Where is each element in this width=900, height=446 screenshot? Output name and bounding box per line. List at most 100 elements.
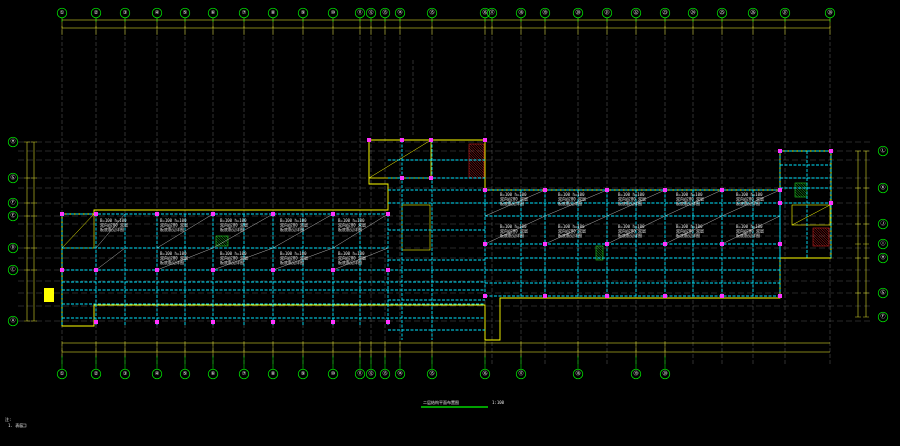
slab-diagonal [95, 247, 126, 271]
column-marker [543, 242, 547, 246]
slab-diagonal [484, 189, 546, 217]
slab-label-text: 双向@200 双层 [676, 228, 704, 234]
axis-bubble-bottom-circle [379, 368, 391, 380]
axis-bubble-top-label: ⑳ [575, 9, 580, 16]
column-marker [720, 188, 724, 192]
slab-label-text: 板底筋见详图 [280, 259, 304, 265]
hatch-green-left-line [225, 235, 229, 239]
axis-bubble-bottom-label: ② [94, 371, 99, 377]
column-marker [543, 188, 547, 192]
slab-label-text: 板底筋见详图 [736, 232, 760, 238]
axis-bubble-left-circle [7, 264, 19, 276]
axis-bubble-bottom-label: ⑨ [301, 371, 306, 377]
axis-bubble-top-circle [716, 7, 728, 19]
column-marker [271, 212, 275, 216]
column-marker [271, 268, 275, 272]
hatch-green-left-line [215, 243, 219, 247]
axis-bubble-left-circle [7, 172, 19, 184]
column-marker [400, 176, 404, 180]
hatch-red-stair-line [479, 143, 485, 149]
hatch-green-right-line [794, 186, 806, 198]
slab-label-text: B=100 h=100 [500, 192, 527, 197]
slab-label-text: B=100 h=100 [676, 224, 703, 229]
hatch-red-stair-line [468, 170, 477, 179]
slab-label-text: 双向@200 双层 [676, 196, 704, 202]
hatch-red-stair-line [474, 143, 485, 154]
slab-label-text: 板底筋见详图 [220, 259, 244, 265]
slab-diagonal [156, 213, 214, 249]
column-marker [400, 138, 404, 142]
axis-bubble-top-label: ㉘ [827, 9, 832, 16]
axis-bubble-left-label: Ⓔ [10, 212, 15, 219]
slab-label-text: 板底筋见详图 [558, 200, 582, 206]
column-marker [778, 201, 782, 205]
axis-bubble-top-circle [426, 7, 438, 19]
column-marker [94, 320, 98, 324]
dimension-lines [24, 18, 869, 357]
slab-diagonal [212, 247, 274, 271]
axis-bubble-top-circle [539, 7, 551, 19]
hatch-red-stair-line [468, 157, 485, 174]
column-marker [386, 268, 390, 272]
column-marker [663, 294, 667, 298]
hatch-green-left-line [215, 238, 224, 247]
hatch-green-right-line [794, 189, 803, 198]
axis-bubble-top-circle [479, 7, 491, 19]
slab-label-text: 板底筋见详图 [558, 232, 582, 238]
slab-label-text: 双向@200 双层 [280, 255, 308, 261]
column-marker [663, 188, 667, 192]
slab-label-text: 双向@200 双层 [618, 196, 646, 202]
drawing-title: 二层结构平面布置图 [423, 399, 459, 405]
axis-bubble-bottom-label: ⑮ [429, 370, 434, 377]
hatch-red-right-line [812, 240, 819, 247]
hatch-green-mid-line [596, 245, 604, 253]
slab-label-text: 双向@200 双层 [558, 228, 586, 234]
column-marker [331, 212, 335, 216]
slab-label-text: 板底筋见详图 [220, 226, 244, 232]
column-marker [605, 188, 609, 192]
slab-label-text: 双向@200 双层 [500, 196, 528, 202]
axis-bubble-bottom-circle [354, 368, 366, 380]
slab-label-text: 双向@200 双层 [160, 222, 188, 228]
axis-bubble-right-circle [877, 238, 889, 250]
axis-bubble-top-label: ㉓ [662, 9, 667, 16]
hatch-green-mid-line [599, 245, 604, 250]
axis-bubble-bottom-circle [238, 368, 250, 380]
slab-label-text: 双向@200 双层 [736, 196, 764, 202]
slab-label-text: B=100 h=100 [160, 218, 187, 223]
slab-label-text: 双向@200 双层 [558, 196, 586, 202]
hatch-green-mid-line [601, 245, 604, 248]
hatch-green-left-line [220, 235, 229, 244]
axis-bubble-bottom-label: ⑭ [397, 370, 402, 377]
column-marker [778, 294, 782, 298]
column-marker [429, 176, 433, 180]
slab-label-text: 双向@200 双层 [736, 228, 764, 234]
slab-label-text: 双向@200 双层 [220, 222, 248, 228]
slab-label-text: 双向@200 双层 [100, 222, 128, 228]
hatch-green-right-line [803, 182, 808, 187]
slab-label-text: 板底筋见详图 [338, 259, 362, 265]
axis-bubble-bottom-label: ⑬ [382, 370, 387, 377]
slab-label-text: B=100 h=100 [160, 251, 187, 256]
axis-bubble-bottom-circle [515, 368, 527, 380]
hatch-red-right-line [824, 227, 830, 233]
hatch-red-right-line [814, 227, 830, 243]
hatch-red-right-line [822, 227, 830, 235]
axis-bubble-bottom-label: ⑧ [271, 371, 276, 377]
slab-label-text: 双向@200 双层 [160, 255, 188, 261]
axis-bubble-top-label: ⑯ [482, 9, 487, 16]
notes-header: 注: [5, 416, 11, 422]
axis-bubble-top-circle [151, 7, 163, 19]
axis-bubble-right-circle [877, 252, 889, 264]
axis-bubble-top-circle [119, 7, 131, 19]
drawing-title-block: 二层结构平面布置图 1:100 [421, 399, 505, 408]
slab-diagonal [606, 189, 666, 217]
slab-diagonal [721, 189, 781, 217]
axis-bubble-top-circle [601, 7, 613, 19]
slab-label-text: B=100 h=100 [338, 251, 365, 256]
axis-bubble-bottom-circle [90, 368, 102, 380]
axis-bubble-top-label: ⑪ [357, 9, 362, 16]
